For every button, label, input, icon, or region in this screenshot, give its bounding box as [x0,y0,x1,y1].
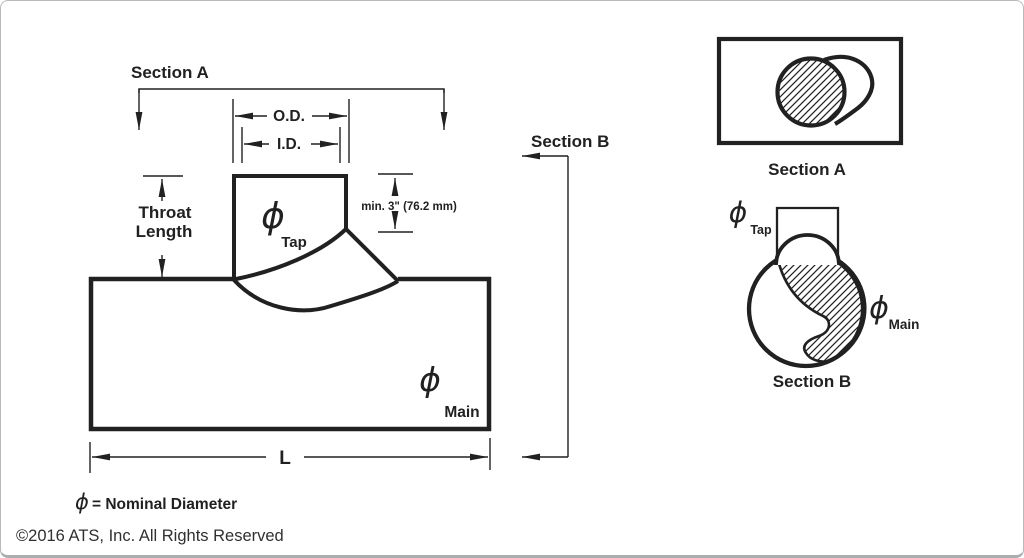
section-b-callout-label: Section B [531,132,609,151]
od-label: O.D. [273,108,305,125]
section-a-callout-line [138,88,445,93]
saddle-lower-curve [232,278,400,313]
tap-phi-subscript: Tap [281,234,307,251]
main-pipe-outline [88,276,492,432]
section-b-tap-phi-symbol: ϕ [729,196,747,229]
min-height-label: min. 3" (76.2 mm) [361,201,457,213]
tap-phi-symbol: ϕ [261,196,285,237]
saddle-upper-curve [235,227,348,281]
section-b-main-subscript: Main [889,317,920,332]
section-a-view-frame [716,36,904,146]
id-label: I.D. [277,136,301,153]
section-a-saddle-profile [823,54,875,126]
section-b-main-phi-symbol: ϕ [869,291,889,326]
main-phi-symbol: ϕ [419,360,441,399]
section-b-tap-stub [775,206,840,263]
tap-branch-outline [232,174,400,283]
length-label: L [279,448,291,469]
section-b-tap-subscript: Tap [750,223,772,237]
section-b-hatched-region [776,250,867,363]
section-b-view-title: Section B [773,372,851,391]
main-phi-subscript: Main [444,404,479,421]
throat-label-line1: Throat [139,203,192,222]
section-b-tap-dome [774,233,841,266]
section-a-callout-label: Section A [131,63,209,82]
copyright-text: ©2016 ATS, Inc. All Rights Reserved [16,527,284,545]
section-a-bore-circle [775,56,847,128]
footnote-text: = Nominal Diameter [92,496,237,513]
section-a-view-title: Section A [768,160,846,179]
footnote-phi-symbol: ϕ [75,490,89,514]
throat-label-line2: Length [136,222,193,241]
